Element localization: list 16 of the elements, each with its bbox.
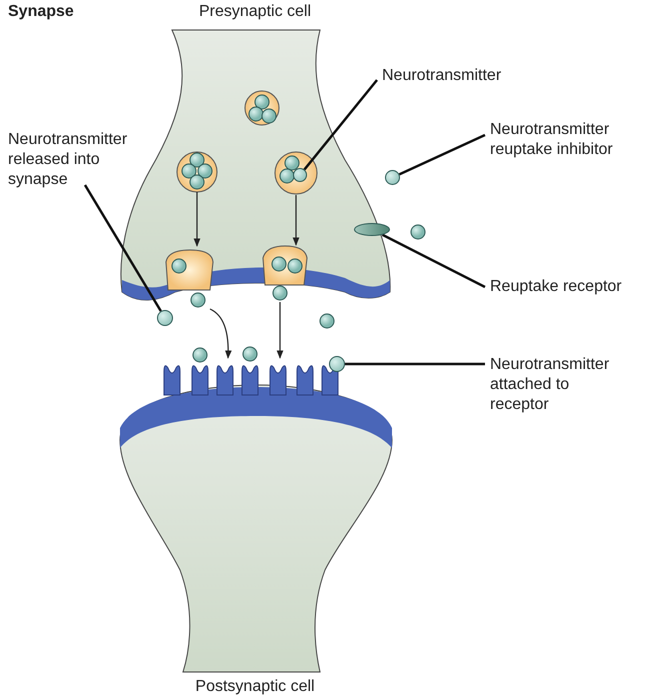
reuptake-receptor bbox=[354, 223, 390, 236]
callout-label: Reuptake receptor bbox=[490, 277, 645, 297]
leader-line bbox=[382, 234, 486, 288]
callout-label: Neurotransmitter reuptake inhibitor bbox=[490, 120, 645, 160]
diagram-title: Synapse bbox=[8, 2, 74, 22]
neurotransmitter-molecule bbox=[385, 170, 400, 185]
callout-label: Neurotransmitter released into synapse bbox=[8, 130, 158, 190]
callout-label: Neurotransmitter bbox=[382, 66, 532, 86]
leader-line bbox=[345, 362, 485, 366]
leader-line bbox=[84, 184, 162, 312]
cell-label: Presynaptic cell bbox=[198, 2, 312, 22]
neurotransmitter-molecule bbox=[329, 356, 345, 372]
neurotransmitter-molecule bbox=[157, 310, 173, 326]
cell-label: Postsynaptic cell bbox=[194, 677, 316, 697]
callout-label: Neurotransmitter attached to receptor bbox=[490, 355, 630, 415]
leader-line bbox=[398, 134, 486, 176]
